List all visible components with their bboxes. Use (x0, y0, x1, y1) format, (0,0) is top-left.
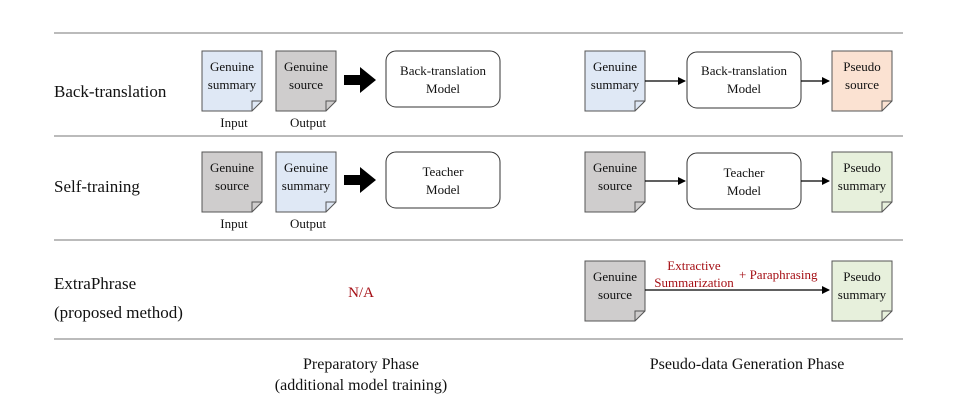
ep-step-paraphrasing: + Paraphrasing (739, 267, 818, 282)
st-gen-model-box: Teacher Model (686, 152, 802, 210)
model-line-2: Model (727, 81, 761, 96)
doc-fold (881, 310, 892, 321)
doc-fold (325, 100, 336, 111)
doc-line-2: summary (208, 77, 257, 92)
st-prep-model-box: Teacher Model (385, 151, 501, 209)
doc-shape (201, 50, 263, 112)
doc-shape (831, 260, 893, 322)
st-gen-doc-pseudo-summary: Pseudo summary (831, 151, 893, 213)
doc-line-2: summary (591, 77, 640, 92)
row-label-backtranslation: Back-translation (54, 82, 167, 101)
bt-gen-model-box: Back-translation Model (686, 51, 802, 109)
bt-prep-model-box: Back-translation Model (385, 50, 501, 108)
model-box (385, 50, 501, 108)
doc-shape (584, 151, 646, 213)
bt-input-caption: Input (220, 115, 248, 130)
doc-shape (275, 50, 337, 112)
doc-shape (584, 50, 646, 112)
doc-line-2: source (598, 178, 632, 193)
doc-line-1: Genuine (284, 59, 328, 74)
model-box (686, 152, 802, 210)
doc-shape (201, 151, 263, 213)
doc-shape (584, 260, 646, 322)
bt-prep-doc-genuine-source: Genuine source (275, 50, 337, 112)
doc-fold (881, 201, 892, 212)
doc-line-1: Genuine (593, 160, 637, 175)
st-prep-doc-genuine-summary: Genuine summary (275, 151, 337, 213)
doc-line-2: source (289, 77, 323, 92)
doc-line-2: summary (838, 178, 887, 193)
st-gen-doc-genuine-source: Genuine source (584, 151, 646, 213)
doc-fold (634, 201, 645, 212)
row-label-extraphrase-note: (proposed method) (54, 303, 183, 322)
doc-line-2: source (598, 287, 632, 302)
st-output-caption: Output (290, 216, 327, 231)
doc-fold (251, 100, 262, 111)
doc-shape (275, 151, 337, 213)
doc-line-1: Genuine (210, 59, 254, 74)
doc-line-2: source (845, 77, 879, 92)
ep-gen-doc-pseudo-summary: Pseudo summary (831, 260, 893, 322)
doc-shape (831, 50, 893, 112)
bt-output-caption: Output (290, 115, 327, 130)
bt-gen-doc-genuine-summary: Genuine summary (584, 50, 646, 112)
doc-fold (634, 100, 645, 111)
doc-line-1: Genuine (593, 59, 637, 74)
bt-prep-doc-genuine-summary: Genuine summary (201, 50, 263, 112)
st-train-block-arrow (344, 167, 376, 193)
doc-shape (831, 151, 893, 213)
model-line-2: Model (426, 182, 460, 197)
doc-line-1: Genuine (210, 160, 254, 175)
st-input-caption: Input (220, 216, 248, 231)
doc-line-2: summary (282, 178, 331, 193)
doc-line-1: Pseudo (843, 59, 881, 74)
phase-subtitle-preparatory: (additional model training) (275, 377, 447, 394)
bt-train-block-arrow (344, 67, 376, 93)
model-line-1: Teacher (423, 164, 465, 179)
doc-line-1: Genuine (284, 160, 328, 175)
doc-line-1: Pseudo (843, 160, 881, 175)
doc-line-1: Genuine (593, 269, 637, 284)
model-box (686, 51, 802, 109)
doc-fold (881, 100, 892, 111)
doc-fold (634, 310, 645, 321)
st-prep-doc-genuine-source: Genuine source (201, 151, 263, 213)
row-label-extraphrase: ExtraPhrase (54, 274, 136, 293)
ep-step-extractive-line-1: Extractive (667, 258, 721, 273)
bt-gen-doc-pseudo-source: Pseudo source (831, 50, 893, 112)
model-line-2: Model (426, 81, 460, 96)
model-line-1: Back-translation (400, 63, 486, 78)
extraphrase-prep-na: N/A (348, 285, 374, 301)
doc-line-1: Pseudo (843, 269, 881, 284)
model-line-1: Teacher (724, 165, 766, 180)
phase-title-generation: Pseudo-data Generation Phase (650, 356, 845, 373)
doc-line-2: summary (838, 287, 887, 302)
ep-step-extractive-line-2: Summarization (654, 275, 734, 290)
doc-fold (325, 201, 336, 212)
model-line-2: Model (727, 183, 761, 198)
doc-line-2: source (215, 178, 249, 193)
model-line-1: Back-translation (701, 63, 787, 78)
phase-title-preparatory: Preparatory Phase (303, 356, 419, 373)
ep-gen-doc-genuine-source: Genuine source (584, 260, 646, 322)
doc-fold (251, 201, 262, 212)
row-label-selftraining: Self-training (54, 177, 140, 196)
model-box (385, 151, 501, 209)
